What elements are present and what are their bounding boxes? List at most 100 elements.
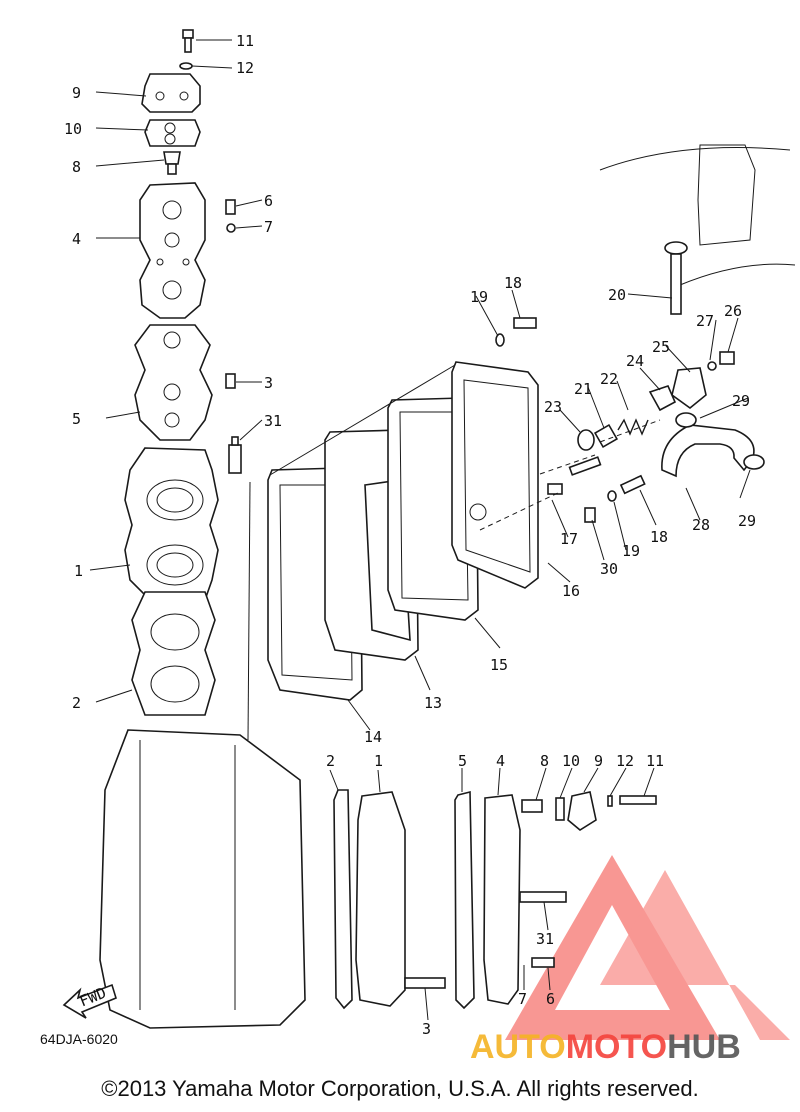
callout-30: 30 xyxy=(600,560,618,578)
callout-28: 28 xyxy=(692,516,710,534)
part-19-washer-lower xyxy=(607,490,617,502)
engine-outline xyxy=(599,147,796,286)
part-25-housing xyxy=(671,367,707,410)
part-26-bolt xyxy=(719,351,735,365)
callout-4-side: 4 xyxy=(496,752,505,770)
side-part-31-sensor xyxy=(519,891,567,903)
callout-labels: 11 12 9 10 8 6 4 7 3 5 31 1 2 19 18 20 2… xyxy=(64,32,756,1038)
side-part-11-bolt xyxy=(619,795,657,805)
side-part-5-gasket xyxy=(454,790,475,1010)
callout-11-side: 11 xyxy=(646,752,664,770)
callout-14: 14 xyxy=(364,728,382,746)
callout-20: 20 xyxy=(608,286,626,304)
callout-18-upper: 18 xyxy=(504,274,522,292)
callout-23: 23 xyxy=(544,398,562,416)
part-12-washer xyxy=(179,62,193,70)
part-30-clip xyxy=(584,507,596,523)
callout-6-side: 6 xyxy=(546,990,555,1008)
brand-moto: MOTO xyxy=(566,1028,667,1066)
part-22-spring xyxy=(617,418,649,436)
brand-hub: HUB xyxy=(667,1028,741,1066)
callout-2-side: 2 xyxy=(326,752,335,770)
leader-lines xyxy=(89,39,751,1021)
callout-12-top: 12 xyxy=(236,59,254,77)
callout-19-upper: 19 xyxy=(470,288,488,306)
part-28-hose xyxy=(661,424,755,478)
part-10-gasket xyxy=(144,119,201,147)
part-8-thermostat xyxy=(163,151,181,175)
callout-9-side: 9 xyxy=(594,752,603,770)
callout-17: 17 xyxy=(560,530,578,548)
callout-8-top: 8 xyxy=(72,158,81,176)
callout-5-side: 5 xyxy=(458,752,467,770)
part-7-washer xyxy=(226,223,236,233)
callout-25: 25 xyxy=(652,338,670,356)
part-24-gasket xyxy=(648,385,677,412)
callout-13: 13 xyxy=(424,694,442,712)
callout-3-top: 3 xyxy=(264,374,273,392)
part-27-washer xyxy=(707,361,717,371)
callout-3-side: 3 xyxy=(422,1020,431,1038)
part-19-washer-upper xyxy=(495,333,505,347)
callout-16: 16 xyxy=(562,582,580,600)
part-2-head-gasket xyxy=(131,591,216,716)
part-31-sensor xyxy=(228,436,242,474)
callout-1-top: 1 xyxy=(74,562,83,580)
callout-22: 22 xyxy=(600,370,618,388)
part-29-clamp-upper xyxy=(675,412,697,428)
automotohub-logo xyxy=(505,855,790,1040)
brand-auto: AUTO xyxy=(470,1028,566,1066)
callout-29-upper: 29 xyxy=(732,392,750,410)
callout-10-top: 10 xyxy=(64,120,82,138)
part-5-gasket xyxy=(134,324,213,441)
callout-31-side: 31 xyxy=(536,930,554,948)
part-16-gasket xyxy=(451,361,539,589)
callout-5-top: 5 xyxy=(72,410,81,428)
part-23-seat xyxy=(577,429,595,451)
side-part-3-bolt xyxy=(404,977,446,989)
part-3-bolt xyxy=(225,373,236,389)
engine-block xyxy=(99,729,306,1029)
callout-10-side: 10 xyxy=(562,752,580,770)
side-part-6-bolt xyxy=(531,957,555,968)
part-9-cover xyxy=(141,73,201,113)
callout-21: 21 xyxy=(574,380,592,398)
part-6-bolt xyxy=(225,199,236,215)
callout-18-lower: 18 xyxy=(650,528,668,546)
callout-15: 15 xyxy=(490,656,508,674)
part-18-bolt-upper xyxy=(513,317,537,329)
copyright-notice: ©2013 Yamaha Motor Corporation, U.S.A. A… xyxy=(101,1076,699,1101)
callout-9-top: 9 xyxy=(72,84,81,102)
callout-29-lower: 29 xyxy=(738,512,756,530)
callout-26: 26 xyxy=(724,302,742,320)
callout-2-top: 2 xyxy=(72,694,81,712)
part-21-valve xyxy=(593,423,619,449)
part-17-pipe xyxy=(568,456,602,476)
callout-12-side: 12 xyxy=(616,752,634,770)
callout-7-side: 7 xyxy=(518,990,527,1008)
fwd-arrow-icon: FWD xyxy=(62,984,117,1019)
watermark-brand-text: AUTOMOTOHUB xyxy=(470,1028,741,1066)
callout-7-top: 7 xyxy=(264,218,273,236)
side-part-2-gasket xyxy=(333,789,353,1010)
part-18-bolt-lower xyxy=(619,474,646,495)
callout-8-side: 8 xyxy=(540,752,549,770)
callout-6-top: 6 xyxy=(264,192,273,210)
callout-1-side: 1 xyxy=(374,752,383,770)
callout-27: 27 xyxy=(696,312,714,330)
callout-31-top: 31 xyxy=(264,412,282,430)
part-4-exhaust-cover xyxy=(139,182,206,319)
part-29-clamp-lower xyxy=(743,454,765,470)
callout-24: 24 xyxy=(626,352,644,370)
callout-19-lower: 19 xyxy=(622,542,640,560)
callout-11-top: 11 xyxy=(236,32,254,50)
side-part-4-cover xyxy=(483,794,521,1005)
callout-4-top: 4 xyxy=(72,230,81,248)
side-part-8-thermostat xyxy=(521,799,543,813)
side-part-12-washer xyxy=(607,795,613,807)
side-part-1-head xyxy=(355,791,406,1007)
diagram-code: 64DJA-6020 xyxy=(40,1031,118,1047)
side-part-10-gasket xyxy=(555,797,565,821)
part-11-bolt xyxy=(182,29,194,53)
